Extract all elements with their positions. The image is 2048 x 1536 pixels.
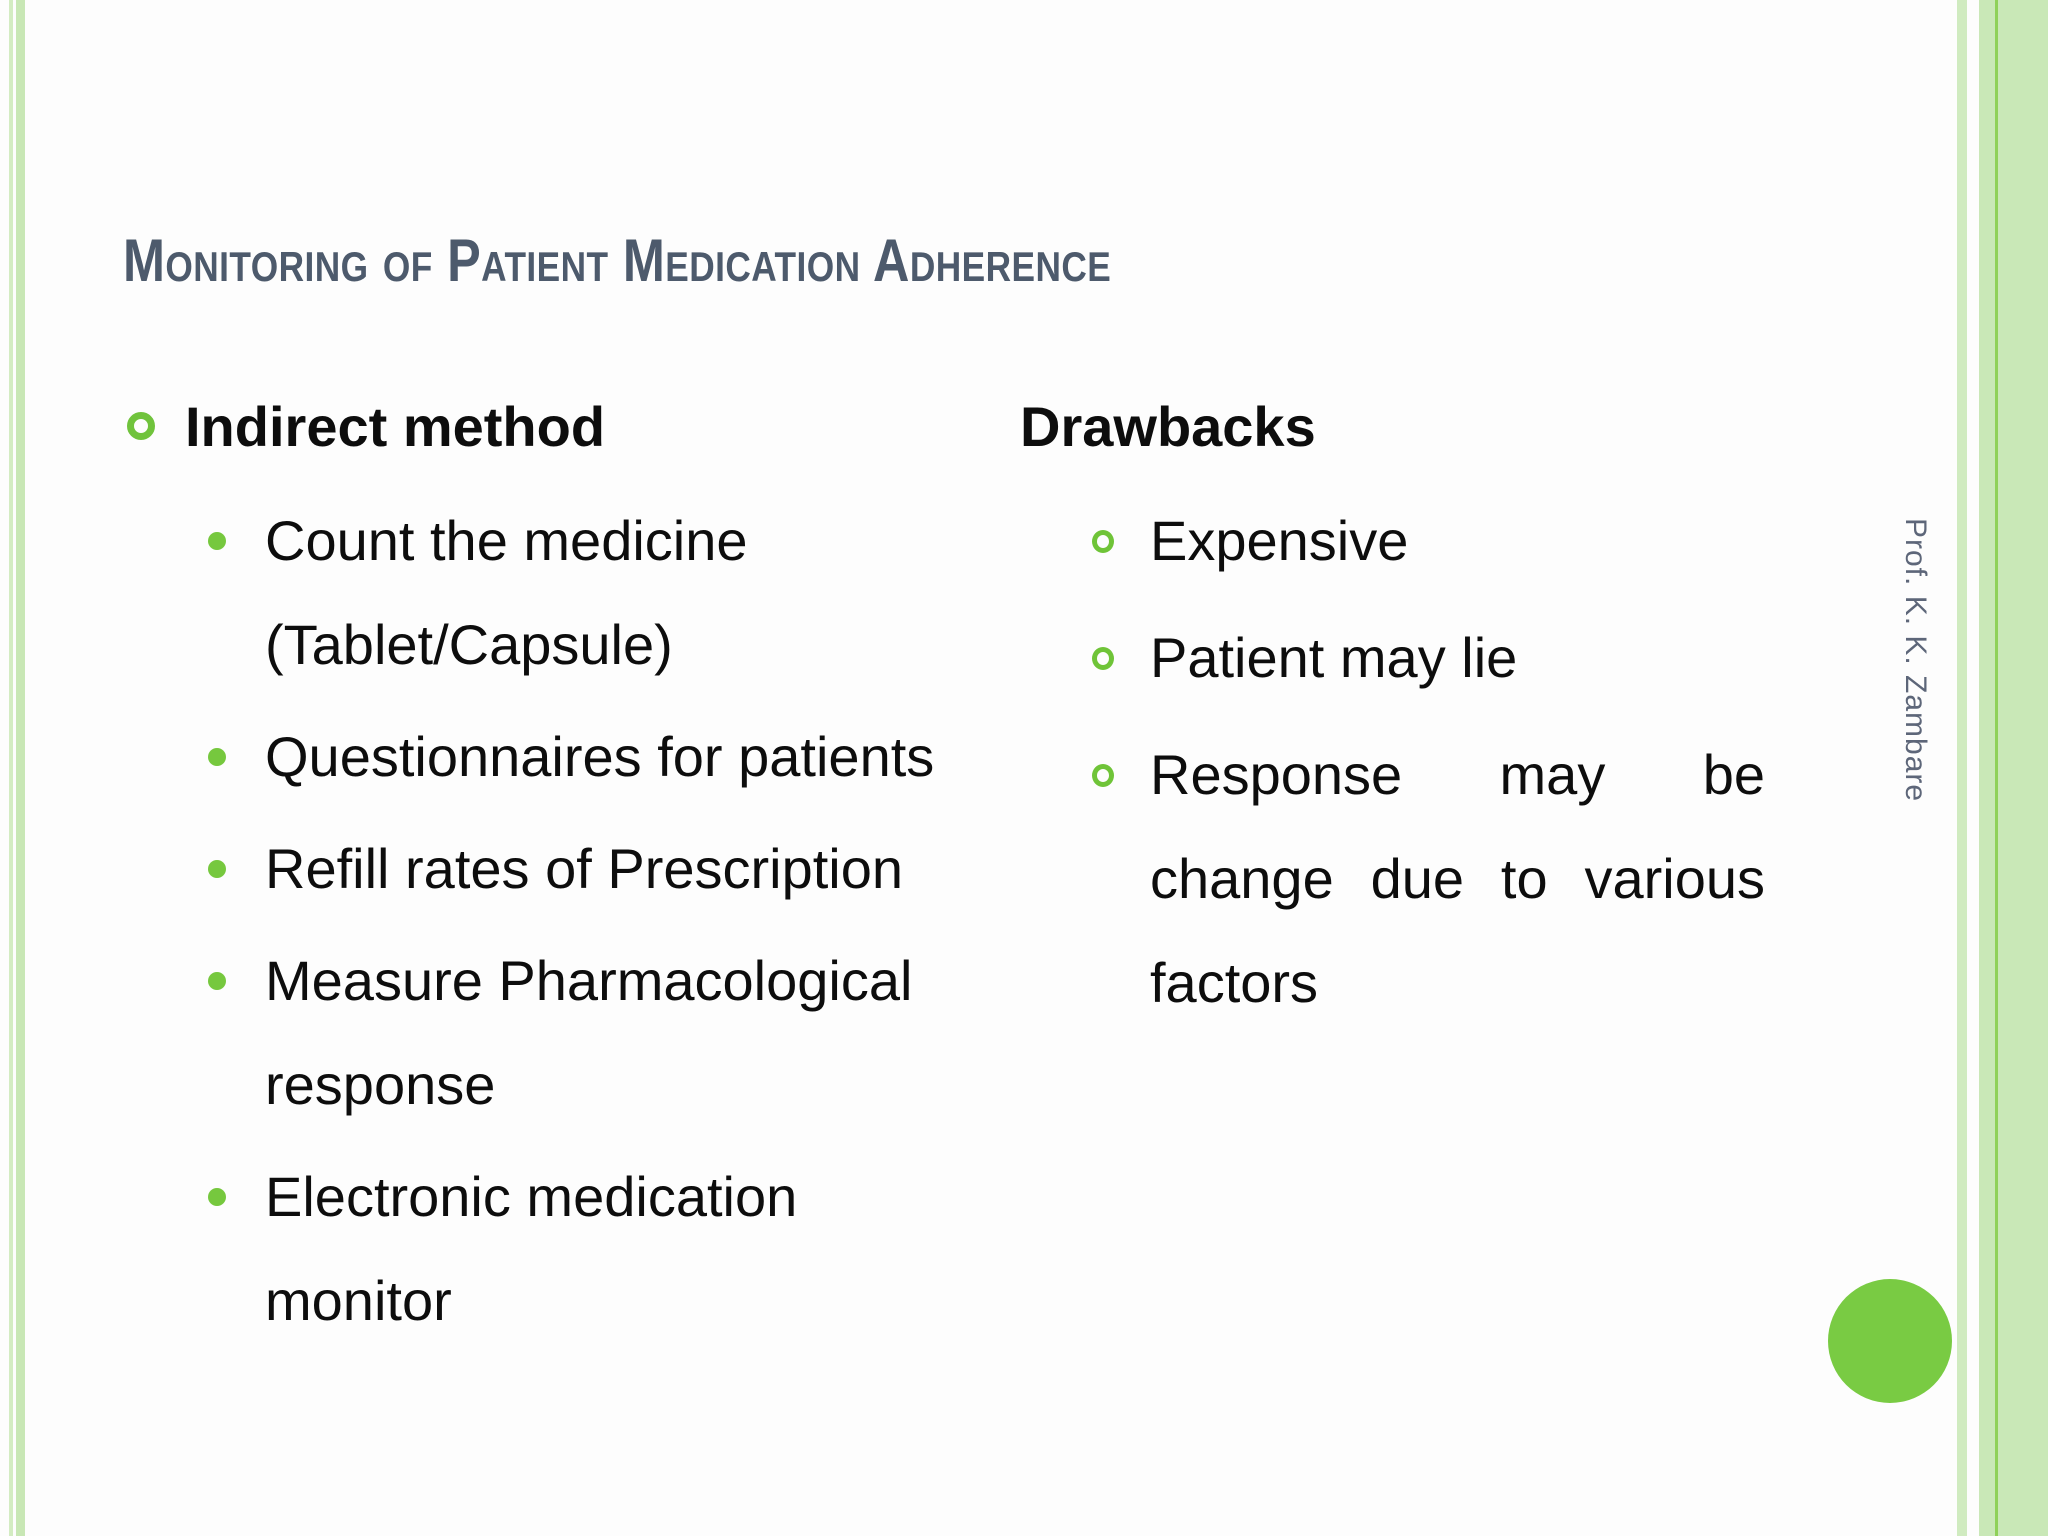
list-item-text: Questionnaires for patients xyxy=(265,725,935,788)
indirect-method-header-row: Indirect method xyxy=(127,375,967,479)
list-item: Count the medicine (Tablet/Capsule) xyxy=(127,489,955,697)
list-item-text: Expensive xyxy=(1150,509,1409,572)
right-edge-thin-stripe xyxy=(1957,0,1967,1536)
bullet-circle-icon xyxy=(1092,764,1114,787)
page-title: Monitoring of Patient Medication Adheren… xyxy=(123,227,1112,294)
green-circle-decoration xyxy=(1828,1279,1952,1403)
section-header: Drawbacks xyxy=(1020,395,1316,458)
author-credit: Prof. K. K. Zambare xyxy=(1899,518,1932,803)
left-edge-band xyxy=(16,0,25,1536)
list-item-text: Measure Pharmacological response xyxy=(265,949,913,1116)
bullet-dot-icon xyxy=(208,748,226,766)
right-edge-band xyxy=(1979,0,2048,1536)
drawbacks-header-row: Drawbacks xyxy=(1020,375,1780,479)
bullet-dot-icon xyxy=(208,1188,226,1206)
left-edge-thin-stripe xyxy=(9,0,13,1536)
list-item: Patient may lie xyxy=(1020,606,1765,710)
list-item: Measure Pharmacological response xyxy=(127,929,955,1137)
list-item-text: Response may be change due to various fa… xyxy=(1150,743,1765,1014)
list-item: Questionnaires for patients xyxy=(127,705,955,809)
list-item: Electronic medication monitor xyxy=(127,1145,955,1353)
bullet-dot-icon xyxy=(208,972,226,990)
list-item: Refill rates of Prescription xyxy=(127,817,955,921)
bullet-circle-icon xyxy=(1092,647,1114,670)
bullet-circle-icon xyxy=(1092,530,1114,553)
right-edge-accent-line xyxy=(1995,0,1998,1536)
indirect-method-list: Count the medicine (Tablet/Capsule) Ques… xyxy=(127,489,967,1353)
list-item-text: Electronic medication monitor xyxy=(265,1165,798,1332)
section-header: Indirect method xyxy=(185,395,606,458)
list-item-text: Count the medicine (Tablet/Capsule) xyxy=(265,509,748,676)
list-item-text: Patient may lie xyxy=(1150,626,1518,689)
drawbacks-list: Expensive Patient may lie Response may b… xyxy=(1020,489,1780,1035)
list-item: Response may be change due to various fa… xyxy=(1020,723,1765,1035)
indirect-method-section: Indirect method Count the medicine (Tabl… xyxy=(127,375,967,1361)
bullet-circle-icon xyxy=(127,412,155,440)
bullet-dot-icon xyxy=(208,860,226,878)
list-item-text: Refill rates of Prescription xyxy=(265,837,904,900)
list-item: Expensive xyxy=(1020,489,1765,593)
drawbacks-section: Drawbacks Expensive Patient may lie Resp… xyxy=(1020,375,1780,1048)
bullet-dot-icon xyxy=(208,532,226,550)
